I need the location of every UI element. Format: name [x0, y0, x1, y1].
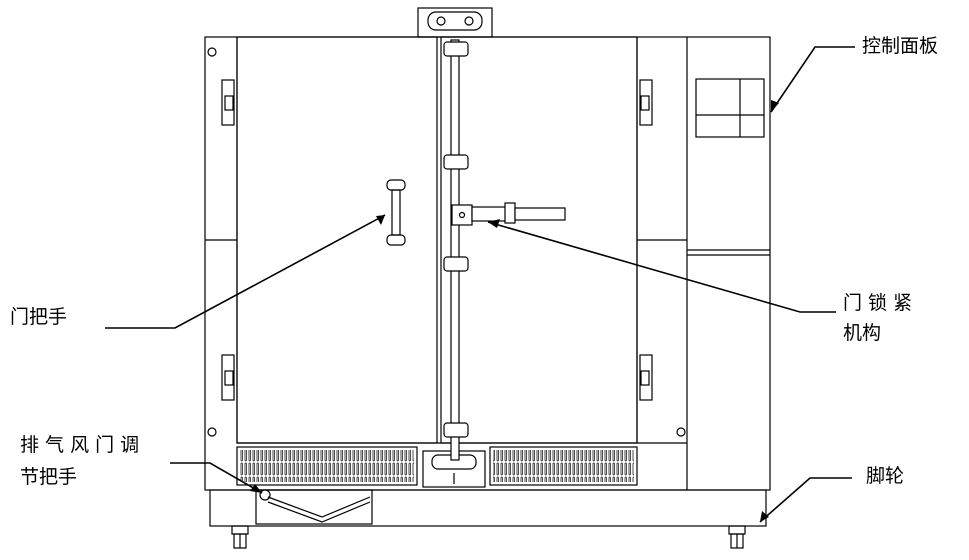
- hinge-right-top: [639, 79, 653, 126]
- top-latch-box: [417, 7, 493, 38]
- label-vent-line1: 排 气 风 门 调: [20, 434, 140, 456]
- label-caster: 脚轮: [866, 465, 905, 487]
- label-door-lock-line1: 门 锁 紧: [843, 292, 913, 314]
- caster-left: [231, 525, 249, 549]
- door-lock-mechanism: [451, 204, 473, 226]
- control-panel: [695, 78, 765, 138]
- label-door-lock-line2: 机构: [843, 322, 882, 344]
- leader-door-handle: [105, 214, 386, 329]
- vent-damper-knob: [259, 489, 271, 501]
- caster-right: [728, 525, 746, 549]
- label-control-panel: 控制面板: [862, 35, 939, 57]
- vent-panel-left: [236, 446, 418, 486]
- leader-control-panel: [770, 46, 855, 113]
- leader-vent: [170, 462, 263, 494]
- lock-rod: [450, 39, 460, 461]
- cabinet-outline: [204, 36, 771, 491]
- leader-door-lock: [487, 221, 836, 313]
- vent-damper-plate: [255, 489, 373, 525]
- hinge-left-bottom: [221, 354, 235, 401]
- right-door: [440, 36, 638, 444]
- vent-panel-right: [489, 446, 638, 486]
- hinge-left-top: [221, 79, 235, 126]
- left-door-handle: [386, 179, 406, 246]
- cabinet-base: [209, 489, 767, 527]
- label-door-handle: 门把手: [10, 306, 68, 328]
- label-vent-line2: 节把手: [20, 466, 78, 488]
- leader-caster: [759, 477, 852, 523]
- hinge-right-bottom: [639, 354, 653, 401]
